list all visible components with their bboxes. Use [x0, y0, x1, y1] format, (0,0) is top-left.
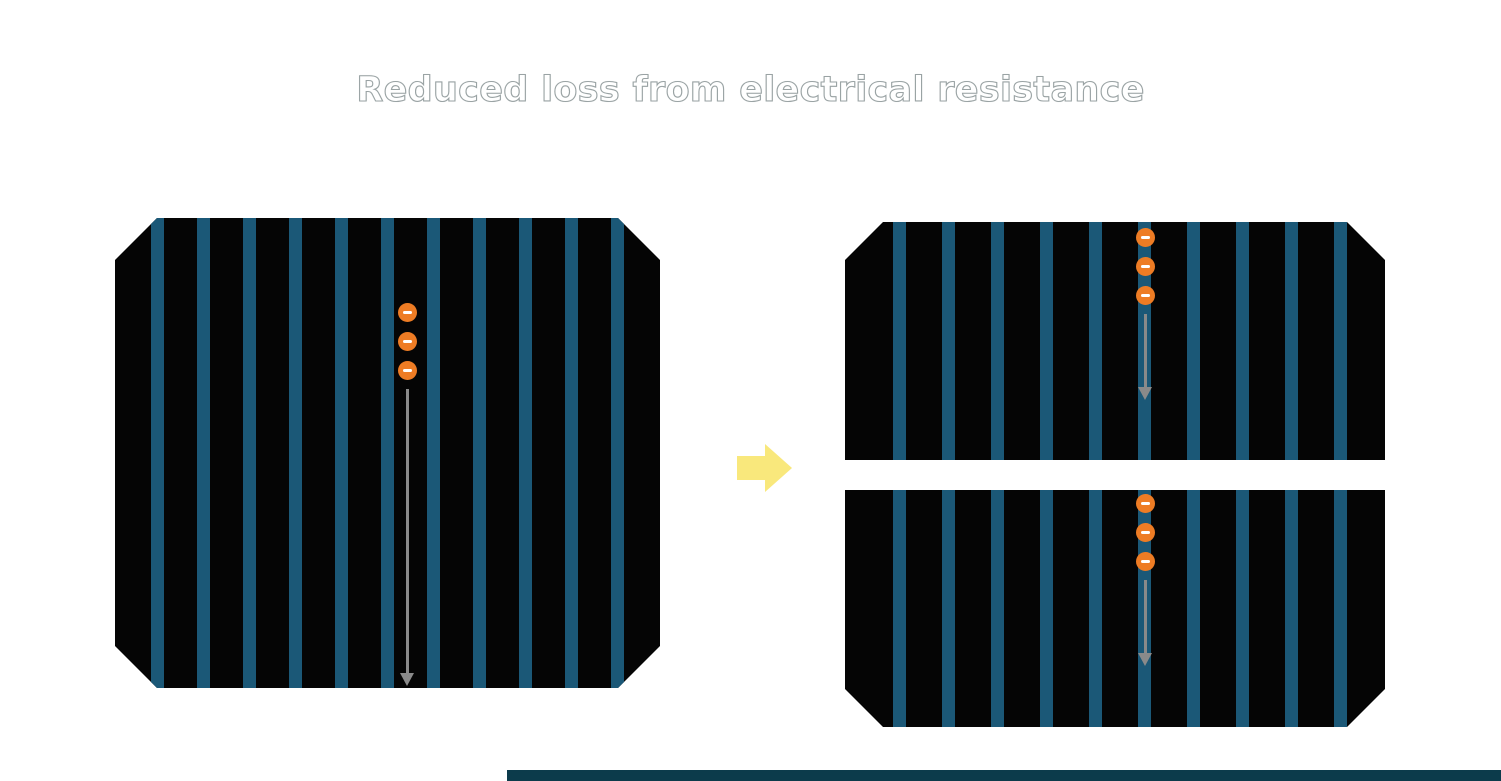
minus-icon: [1141, 531, 1150, 534]
minus-icon: [403, 340, 412, 343]
electron-icon: [398, 332, 417, 351]
electron-group: [1136, 494, 1155, 571]
minus-icon: [1141, 294, 1150, 297]
electron-icon: [1136, 494, 1155, 513]
arrow-head: [765, 444, 792, 492]
electron-flow: [397, 303, 417, 686]
flow-arrow-shaft: [1144, 314, 1147, 387]
half-solar-cell-top: [845, 222, 1385, 460]
electron-icon: [398, 361, 417, 380]
minus-icon: [403, 369, 412, 372]
minus-icon: [1141, 502, 1150, 505]
half-solar-cell-bottom: [845, 490, 1385, 727]
electron-icon: [1136, 552, 1155, 571]
page-title: Reduced loss from electrical resistance: [356, 69, 1145, 110]
electron-group: [1136, 228, 1155, 305]
flow-arrow-shaft: [406, 389, 409, 673]
electron-icon: [398, 303, 417, 322]
electron-icon: [1136, 523, 1155, 542]
electron-icon: [1136, 286, 1155, 305]
flow-arrow-head-icon: [1138, 653, 1152, 666]
arrow-tail: [737, 456, 765, 480]
right-block-arrow-icon: [737, 444, 792, 492]
electron-flow: [1135, 494, 1155, 666]
full-solar-cell: [115, 218, 660, 688]
electron-icon: [1136, 228, 1155, 247]
electron-flow: [1135, 228, 1155, 400]
bottom-accent-bar: [507, 770, 1501, 781]
minus-icon: [1141, 560, 1150, 563]
minus-icon: [403, 311, 412, 314]
flow-arrow-head-icon: [1138, 387, 1152, 400]
flow-arrow-shaft: [1144, 580, 1147, 653]
minus-icon: [1141, 236, 1150, 239]
minus-icon: [1141, 265, 1150, 268]
busbar-stripes: [893, 490, 1347, 727]
flow-arrow-head-icon: [400, 673, 414, 686]
busbar-stripes: [893, 222, 1347, 460]
electron-icon: [1136, 257, 1155, 276]
electron-group: [398, 303, 417, 380]
busbar-stripes: [151, 218, 624, 688]
